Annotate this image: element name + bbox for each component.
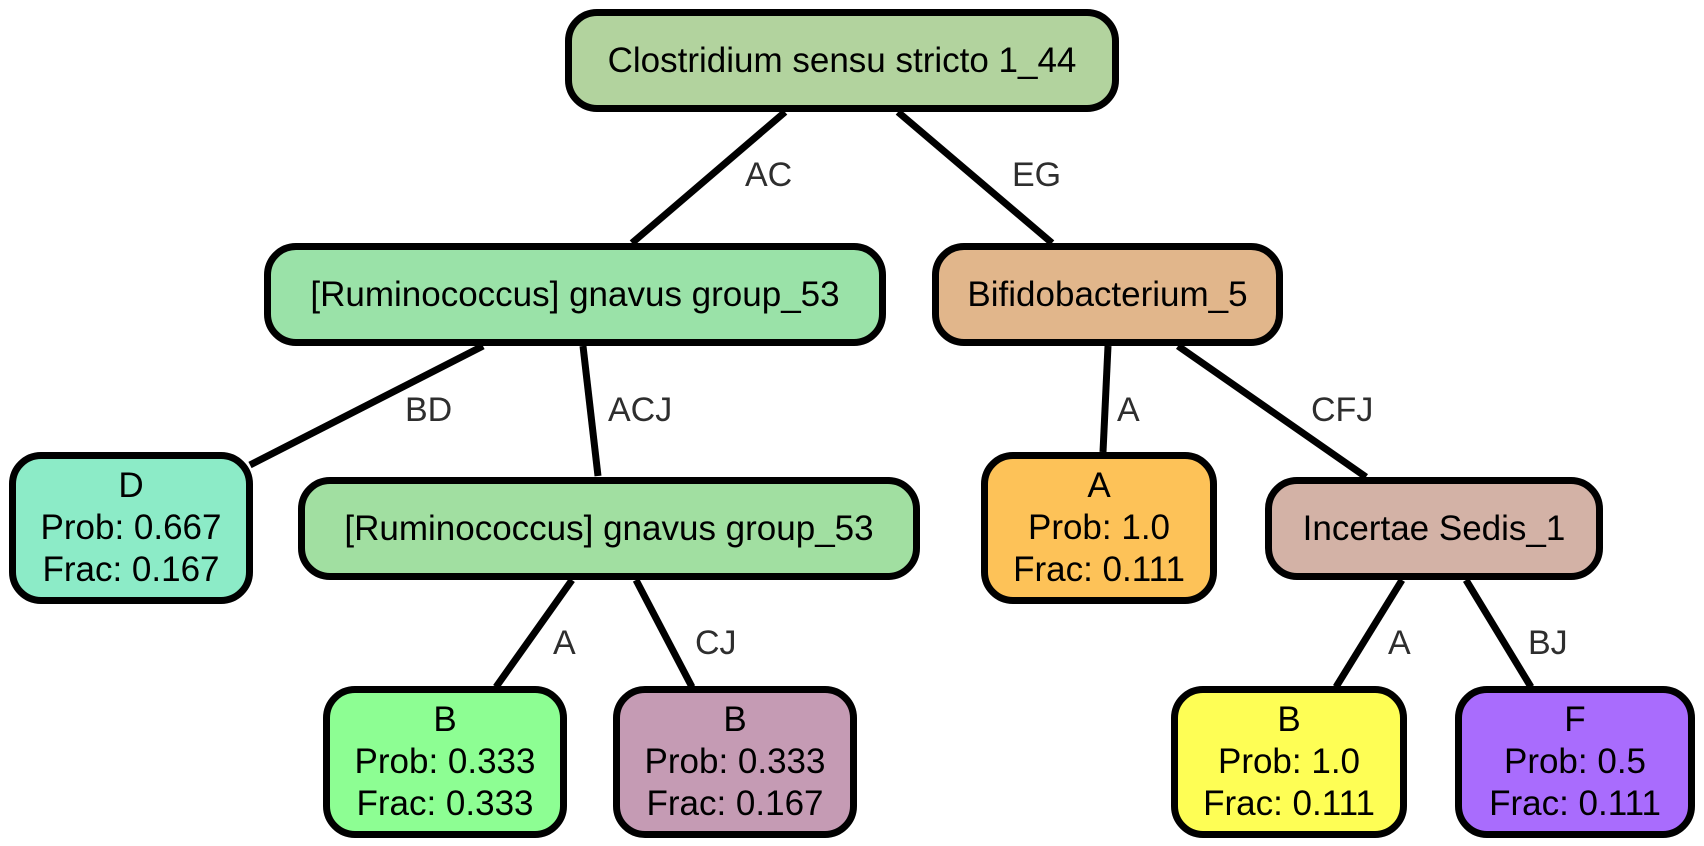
edge-label-rum1-d: BD bbox=[405, 391, 452, 429]
edge-label-root-rum1: AC bbox=[745, 156, 792, 194]
node-leaf-b3: B Prob: 1.0 Frac: 0.111 bbox=[1171, 686, 1407, 838]
leaf-f-frac: Frac: 0.111 bbox=[1489, 784, 1661, 823]
edge-incertae-f bbox=[1463, 578, 1534, 689]
node-ruminococcus-1-title: [Ruminococcus] gnavus group_53 bbox=[310, 274, 840, 314]
node-ruminococcus-2-title: [Ruminococcus] gnavus group_53 bbox=[344, 508, 874, 548]
leaf-b3-prob: Prob: 1.0 bbox=[1217, 742, 1361, 781]
leaf-b1-frac: Frac: 0.333 bbox=[356, 784, 534, 823]
leaf-f-class: F bbox=[1564, 700, 1586, 739]
leaf-a-class: A bbox=[1087, 466, 1111, 505]
edge-rum2-b2 bbox=[632, 578, 696, 689]
leaf-a-prob: Prob: 1.0 bbox=[1027, 508, 1171, 547]
edge-rum1-rum2 bbox=[579, 345, 602, 477]
node-incertae-sedis: Incertae Sedis_1 bbox=[1265, 477, 1603, 580]
leaf-b2-prob: Prob: 0.333 bbox=[644, 742, 826, 781]
edge-bifido-a bbox=[1099, 345, 1112, 453]
node-bifidobacterium: Bifidobacterium_5 bbox=[932, 243, 1283, 346]
leaf-d-prob: Prob: 0.667 bbox=[40, 508, 222, 547]
edge-root-rum1 bbox=[629, 109, 788, 246]
leaf-a-frac: Frac: 0.111 bbox=[1013, 550, 1185, 589]
leaf-f-prob: Prob: 0.5 bbox=[1503, 742, 1647, 781]
leaf-d-frac: Frac: 0.167 bbox=[42, 550, 220, 589]
edge-label-rum2-b1: A bbox=[553, 624, 576, 662]
edge-label-rum1-rum2: ACJ bbox=[608, 391, 672, 429]
edge-root-bifido bbox=[895, 109, 1055, 246]
edge-label-incertae-f: BJ bbox=[1528, 624, 1568, 662]
leaf-b2-class: B bbox=[723, 700, 747, 739]
edge-rum2-b1 bbox=[493, 577, 575, 690]
node-root-title: Clostridium sensu stricto 1_44 bbox=[607, 40, 1077, 80]
node-ruminococcus-1: [Ruminococcus] gnavus group_53 bbox=[264, 243, 886, 346]
leaf-b3-class: B bbox=[1277, 700, 1301, 739]
edge-label-bifido-a: A bbox=[1117, 391, 1140, 429]
node-leaf-f: F Prob: 0.5 Frac: 0.111 bbox=[1455, 686, 1695, 838]
edge-bifido-incertae bbox=[1175, 343, 1369, 480]
node-ruminococcus-2: [Ruminococcus] gnavus group_53 bbox=[298, 477, 920, 580]
edge-label-incertae-b3: A bbox=[1388, 624, 1411, 662]
leaf-d-class: D bbox=[118, 466, 144, 505]
leaf-b2-frac: Frac: 0.167 bbox=[646, 784, 824, 823]
leaf-b1-class: B bbox=[433, 700, 457, 739]
edge-label-root-bifido: EG bbox=[1012, 156, 1061, 194]
node-leaf-b2: B Prob: 0.333 Frac: 0.167 bbox=[613, 686, 857, 838]
edge-rum1-d bbox=[248, 342, 485, 469]
node-bifidobacterium-title: Bifidobacterium_5 bbox=[967, 274, 1248, 314]
node-root: Clostridium sensu stricto 1_44 bbox=[565, 9, 1119, 112]
node-leaf-b1: B Prob: 0.333 Frac: 0.333 bbox=[323, 686, 567, 838]
node-incertae-sedis-title: Incertae Sedis_1 bbox=[1302, 508, 1566, 548]
edge-label-bifido-incertae: CFJ bbox=[1311, 391, 1373, 429]
leaf-b1-prob: Prob: 0.333 bbox=[354, 742, 536, 781]
leaf-b3-frac: Frac: 0.111 bbox=[1203, 784, 1375, 823]
edge-incertae-b3 bbox=[1333, 578, 1405, 689]
node-leaf-d: D Prob: 0.667 Frac: 0.167 bbox=[9, 452, 253, 604]
node-leaf-a: A Prob: 1.0 Frac: 0.111 bbox=[981, 452, 1217, 604]
edge-label-rum2-b2: CJ bbox=[695, 624, 737, 662]
